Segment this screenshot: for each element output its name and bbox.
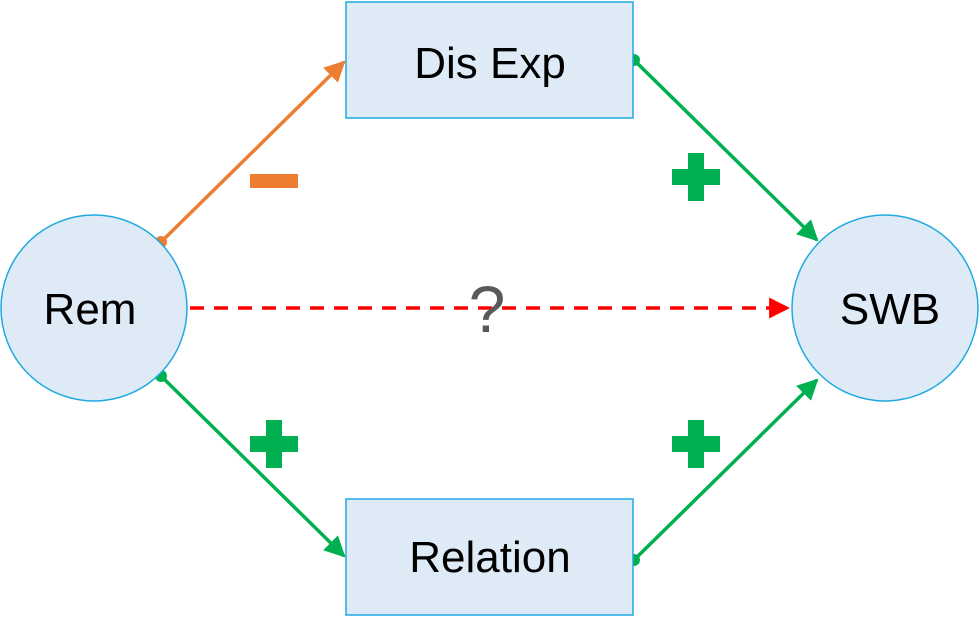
node-rem: Rem	[0, 214, 188, 402]
edge-rem-to-relation	[155, 370, 346, 558]
question-mark-icon: ?	[469, 272, 506, 346]
edge-relation-to-swb	[628, 378, 819, 566]
node-relation-label: Relation	[409, 533, 570, 582]
plus-sign-icon	[672, 420, 720, 468]
node-rem-label: Rem	[44, 285, 137, 334]
node-relation: Relation	[345, 498, 634, 616]
edge-rem-to-dis-exp	[155, 60, 346, 248]
node-swb: SWB	[791, 214, 979, 402]
node-dis-exp: Dis Exp	[345, 1, 634, 119]
node-dis-exp-label: Dis Exp	[414, 39, 566, 88]
node-swb-label: SWB	[840, 285, 940, 334]
minus-sign-icon	[250, 174, 298, 188]
plus-sign-icon	[250, 420, 298, 468]
plus-sign-icon	[672, 153, 720, 201]
edge-dis-exp-to-swb	[628, 54, 819, 242]
